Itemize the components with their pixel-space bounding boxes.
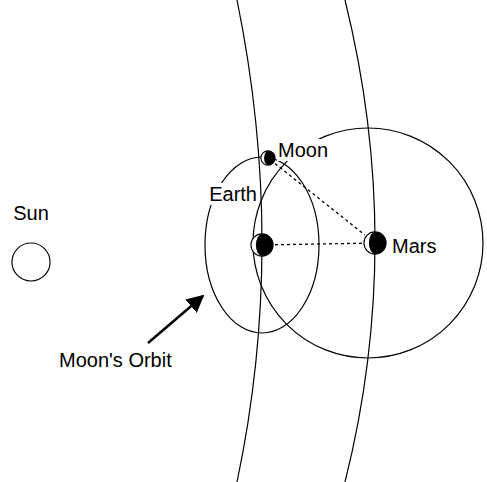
body-name: Moon: [277, 139, 329, 161]
earth-circle: Earth: [250, 233, 274, 257]
moon-circle: Moon: [260, 150, 276, 166]
mars-range-circle: [253, 128, 483, 358]
body-shape: [260, 150, 276, 166]
body-shape: [11, 242, 51, 282]
dark-side: [369, 232, 386, 254]
body-name: Earth: [208, 183, 258, 205]
moon-orbit: [205, 157, 319, 333]
orbit-label: Moon's Orbit: [58, 349, 173, 371]
sight-line: [275, 243, 362, 245]
sight-line: [275, 164, 365, 235]
body-name: Mars: [391, 235, 437, 257]
sun-circle: Sun: [11, 242, 51, 282]
body-name: Sun: [12, 202, 50, 224]
mars-circle: Mars: [363, 231, 387, 255]
body-shape: [250, 233, 274, 257]
body-shape: [363, 231, 387, 255]
dark-side: [264, 151, 275, 165]
body-outline: [251, 234, 273, 256]
body-outline: [364, 232, 386, 254]
dark-side: [256, 234, 273, 256]
leader-arrow: [148, 296, 203, 343]
body-outline: [261, 151, 275, 165]
body-outline: [12, 243, 50, 281]
